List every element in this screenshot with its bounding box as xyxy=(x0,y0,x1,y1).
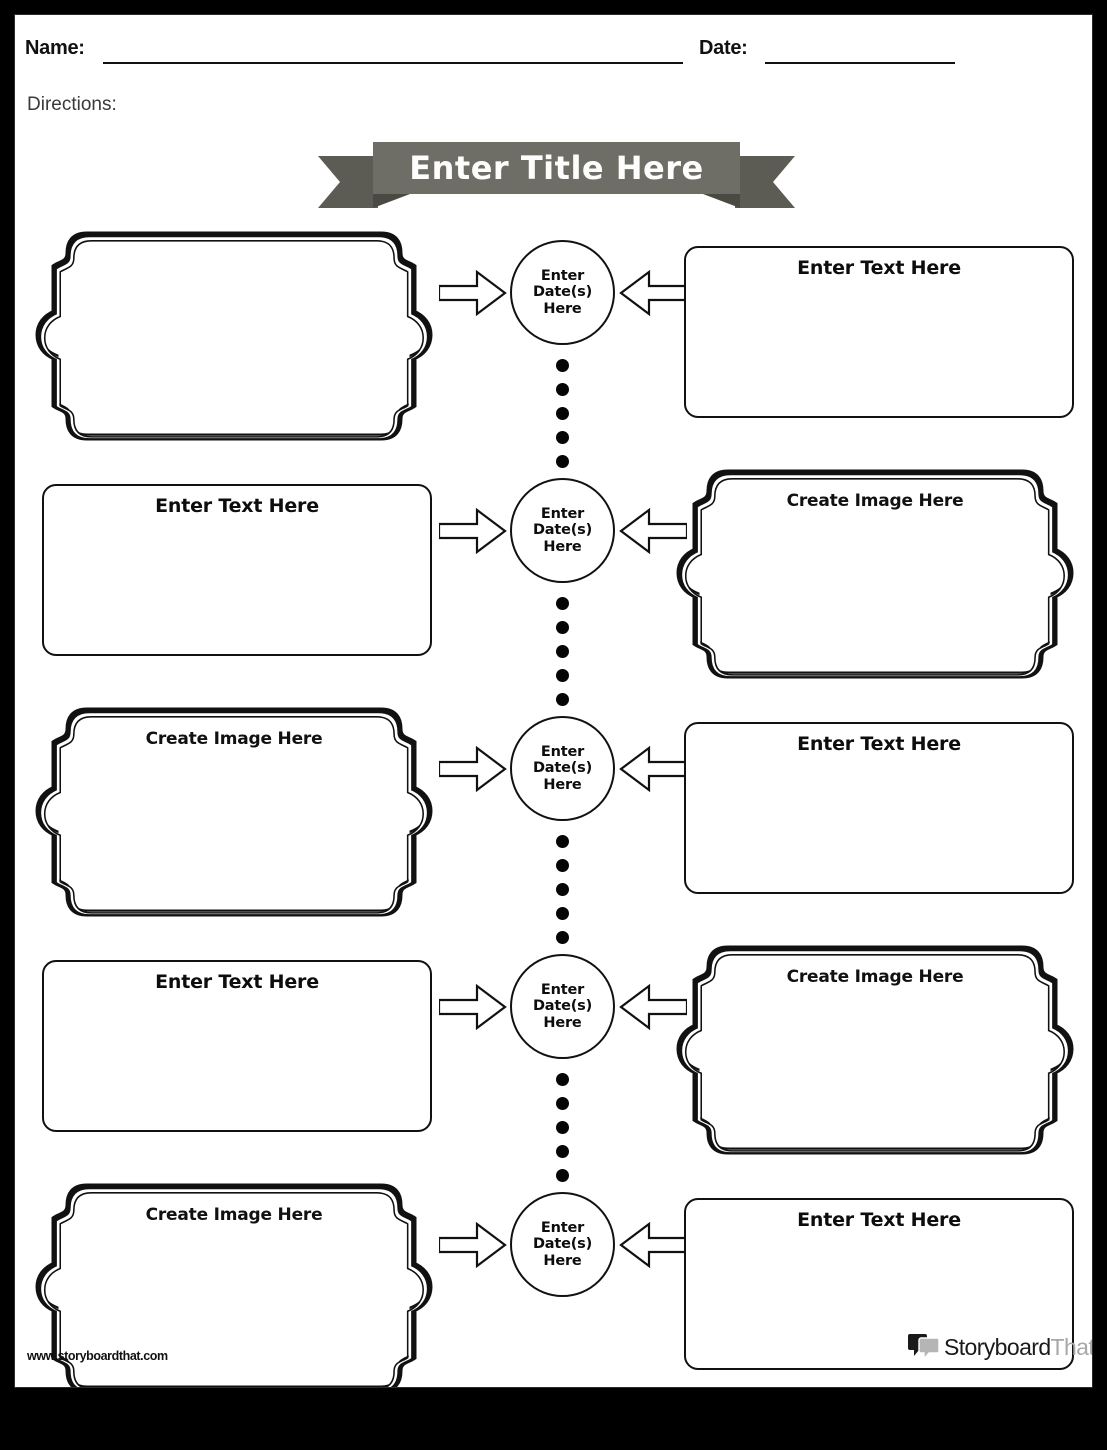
arrow-left-icon xyxy=(619,984,687,1030)
logo-word-primary: Storyboard xyxy=(944,1333,1051,1360)
connector-dot xyxy=(556,431,569,444)
arrow-right-icon xyxy=(439,746,507,792)
text-entry-box[interactable]: Enter Text Here xyxy=(42,484,432,656)
frame-caption: Create Image Here xyxy=(786,967,964,987)
date-circle-line-2: Date(s) xyxy=(532,1236,593,1253)
dotted-connector xyxy=(556,835,570,944)
date-circle-line-2: Date(s) xyxy=(532,284,593,301)
connector-dot xyxy=(556,1169,569,1182)
timeline-row-5: Create Image Here Enter Date(s) Here xyxy=(15,1181,1092,1387)
connector-dot xyxy=(556,407,569,420)
connector-dot xyxy=(556,883,569,896)
connector-dot xyxy=(556,383,569,396)
arrow-left-icon xyxy=(619,1222,687,1268)
arrow-left-icon xyxy=(619,270,687,316)
connector-dot xyxy=(556,907,569,920)
box-caption: Enter Text Here xyxy=(155,495,319,517)
arrow-right-icon xyxy=(439,984,507,1030)
arrow-left-icon xyxy=(619,746,687,792)
date-circle-text: Enter Date(s) Here xyxy=(533,744,592,793)
connector-dot xyxy=(556,1121,569,1134)
connector-dot xyxy=(556,835,569,848)
frame-caption: Create Image Here xyxy=(145,1205,323,1225)
connector-dot xyxy=(556,1145,569,1158)
ornate-image-frame[interactable]: Create Image Here xyxy=(29,705,439,921)
date-circle-line-2: Date(s) xyxy=(532,998,593,1015)
date-circle-text: Enter Date(s) Here xyxy=(533,268,592,317)
date-circle-text: Enter Date(s) Here xyxy=(533,506,592,555)
connector-dot xyxy=(556,455,569,468)
date-circle-line-2: Date(s) xyxy=(532,522,593,539)
connector-dot xyxy=(556,931,569,944)
connector-dot xyxy=(556,645,569,658)
date-circle[interactable]: Enter Date(s) Here xyxy=(510,1192,615,1297)
date-circle-line-1: Enter xyxy=(540,1219,585,1236)
timeline-row-2: Enter Text Here Enter Date(s) Here xyxy=(15,467,1093,706)
date-circle-line-2: Date(s) xyxy=(532,760,593,777)
date-circle-text: Enter Date(s) Here xyxy=(533,982,592,1031)
name-write-line[interactable] xyxy=(103,62,683,64)
dotted-connector xyxy=(556,597,570,706)
box-caption: Enter Text Here xyxy=(797,257,961,279)
connector-dot xyxy=(556,1097,569,1110)
arrow-right-icon xyxy=(439,1222,507,1268)
connector-dot xyxy=(556,669,569,682)
logo-word-secondary: That xyxy=(1050,1333,1093,1360)
ornate-image-frame[interactable]: Create Image Here xyxy=(670,943,1080,1159)
date-circle[interactable]: Enter Date(s) Here xyxy=(510,478,615,583)
connector-dot xyxy=(556,1073,569,1086)
banner-ribbon-shape xyxy=(318,142,795,208)
dotted-connector xyxy=(556,1073,570,1182)
timeline-row-4: Enter Text Here Enter Date(s) Here xyxy=(15,943,1093,1182)
connector-dot xyxy=(556,859,569,872)
frame-caption: Create Image Here xyxy=(786,491,964,511)
arrow-right-icon xyxy=(439,270,507,316)
date-label: Date: xyxy=(699,37,748,59)
date-circle-text: Enter Date(s) Here xyxy=(533,1220,592,1269)
directions-label: Directions: xyxy=(27,94,117,115)
date-circle-line-3: Here xyxy=(543,776,582,793)
worksheet-header: Name: Date: xyxy=(15,15,1092,75)
name-label: Name: xyxy=(25,37,85,59)
arrow-left-icon xyxy=(619,508,687,554)
connector-dot xyxy=(556,597,569,610)
date-circle[interactable]: Enter Date(s) Here xyxy=(510,240,615,345)
date-circle-line-3: Here xyxy=(543,1014,582,1031)
text-entry-box[interactable]: Enter Text Here xyxy=(684,722,1074,894)
text-entry-box[interactable]: Enter Text Here xyxy=(684,246,1074,418)
frame-caption: Create Image Here xyxy=(145,729,323,749)
logo-wordmark: StoryboardThat xyxy=(944,1333,1093,1361)
worksheet-page: Name: Date: Directions: Enter Title Here xyxy=(14,14,1093,1388)
date-circle-line-3: Here xyxy=(543,300,582,317)
ornate-image-frame[interactable] xyxy=(29,229,439,445)
date-circle-line-1: Enter xyxy=(540,743,585,760)
connector-dot xyxy=(556,621,569,634)
connector-dot xyxy=(556,359,569,372)
box-caption: Enter Text Here xyxy=(155,971,319,993)
speech-bubbles-icon xyxy=(908,1334,940,1361)
date-circle[interactable]: Enter Date(s) Here xyxy=(510,954,615,1059)
title-text: Enter Title Here xyxy=(409,149,704,187)
date-circle-line-1: Enter xyxy=(540,267,585,284)
arrow-right-icon xyxy=(439,508,507,554)
box-caption: Enter Text Here xyxy=(797,1209,961,1231)
dotted-connector xyxy=(556,359,570,468)
ornate-image-frame[interactable]: Create Image Here xyxy=(670,467,1080,683)
footer-url[interactable]: www.storyboardthat.com xyxy=(27,1349,168,1363)
date-circle-line-3: Here xyxy=(543,538,582,555)
ornate-image-frame[interactable]: Create Image Here xyxy=(29,1181,439,1387)
storyboardthat-logo[interactable]: StoryboardThat xyxy=(908,1330,1092,1364)
text-entry-box[interactable]: Enter Text Here xyxy=(42,960,432,1132)
date-circle-line-3: Here xyxy=(543,1252,582,1269)
date-circle-line-1: Enter xyxy=(540,981,585,998)
timeline-row-1: Enter Date(s) Here Enter Text Here xyxy=(15,229,1092,468)
box-caption: Enter Text Here xyxy=(797,733,961,755)
timeline-row-3: Create Image Here Enter Date(s) Here xyxy=(15,705,1092,944)
text-entry-box[interactable]: Enter Text Here xyxy=(684,1198,1074,1370)
date-write-line[interactable] xyxy=(765,62,955,64)
connector-dot xyxy=(556,693,569,706)
date-circle[interactable]: Enter Date(s) Here xyxy=(510,716,615,821)
date-circle-line-1: Enter xyxy=(540,505,585,522)
title-banner[interactable]: Enter Title Here xyxy=(318,142,795,208)
